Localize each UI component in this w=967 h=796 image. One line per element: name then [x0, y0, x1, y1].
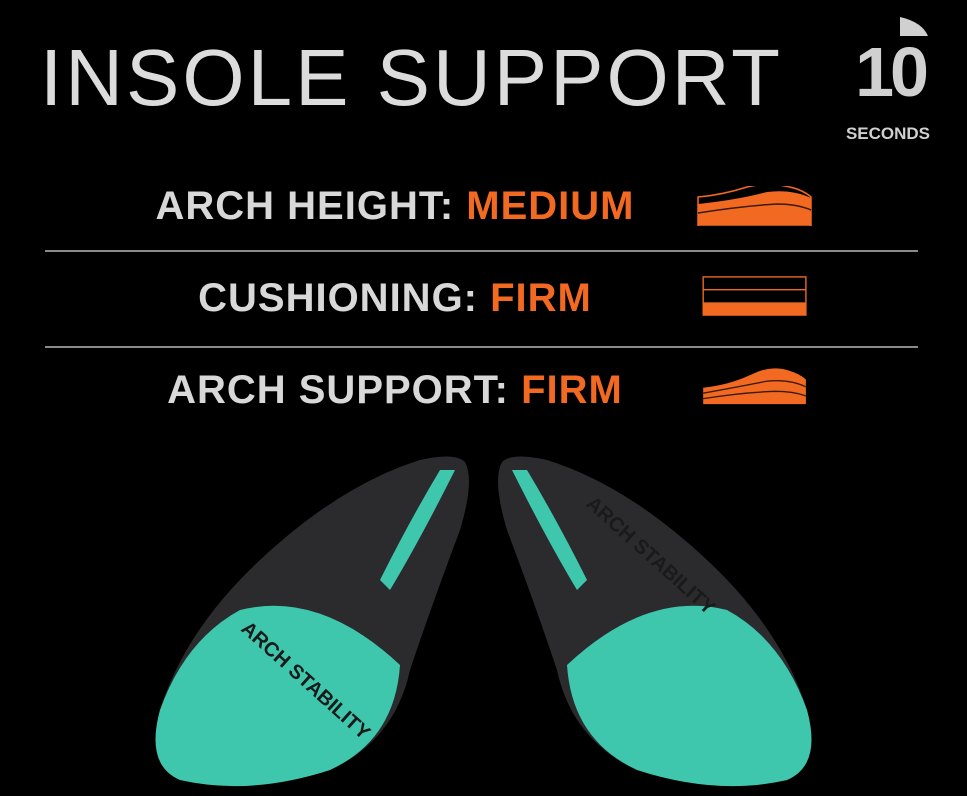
arch-support-firm-icon [703, 368, 807, 405]
spec-label: ARCH HEIGHT: [155, 184, 455, 228]
left-insole: ARCH STABILITY [155, 456, 469, 787]
spec-arch-support: ARCH SUPPORT: FIRM [45, 368, 745, 412]
spec-value: MEDIUM [466, 184, 635, 228]
divider [45, 346, 918, 348]
spec-value: FIRM [521, 368, 623, 412]
svg-text:10: 10 [855, 33, 927, 111]
svg-text:SECONDS: SECONDS [846, 124, 930, 142]
insoles-photo: ARCH STABILITY ARCH STABILITY [155, 456, 812, 787]
arch-height-medium-icon [697, 186, 812, 226]
spec-arch-height: ARCH HEIGHT: MEDIUM [45, 184, 745, 228]
divider [45, 250, 918, 252]
page-title: INSOLE SUPPORT [40, 33, 783, 122]
spec-label: ARCH SUPPORT: [167, 368, 509, 412]
right-insole: ARCH STABILITY [498, 456, 812, 787]
ten-seconds-logo: 10 SECONDS [846, 17, 931, 142]
spec-value: FIRM [490, 276, 592, 320]
spec-label: CUSHIONING: [198, 276, 478, 320]
cushioning-firm-icon [702, 276, 807, 316]
spec-cushioning: CUSHIONING: FIRM [45, 276, 745, 320]
